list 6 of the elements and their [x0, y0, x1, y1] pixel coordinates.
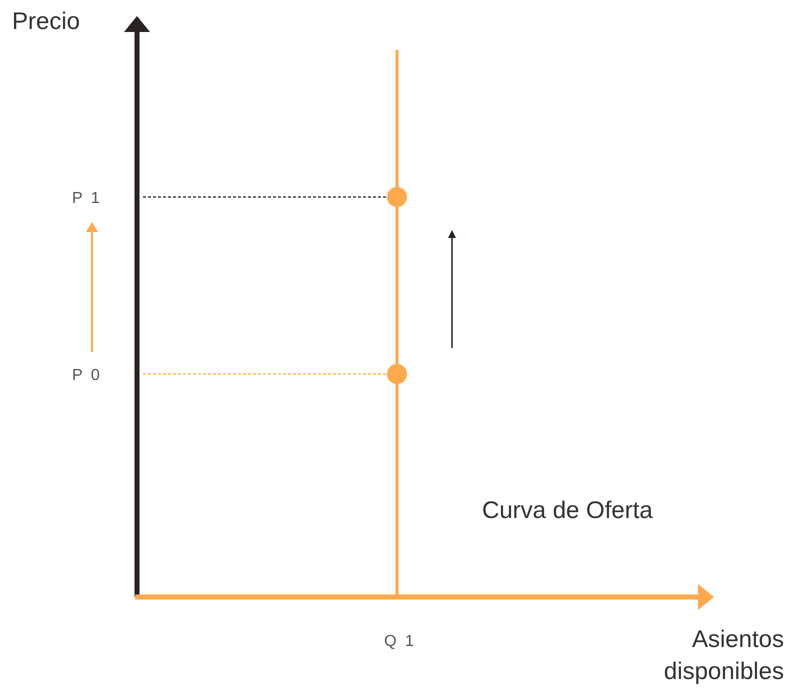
axis-title: Asientos disponibles	[662, 625, 784, 687]
curve-label: Curva de Oferta	[482, 496, 654, 526]
tick-label: P 0	[72, 366, 103, 386]
tick-label: Q 1	[383, 632, 417, 652]
tick-label: P 1	[72, 189, 103, 209]
axis-title: Precio	[12, 7, 82, 37]
